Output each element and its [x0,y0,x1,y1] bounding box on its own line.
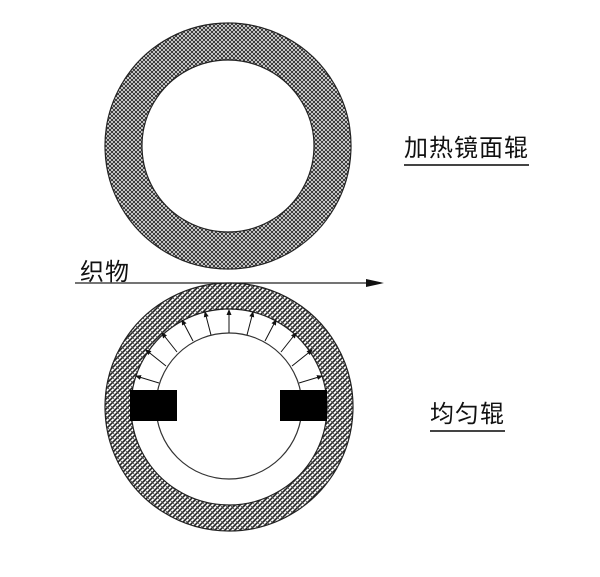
heated-mirror-roll [104,22,352,270]
uniform-roll-label: 均匀辊 [430,394,505,432]
fabric-label: 织物 [80,258,130,286]
pressure-arrows [135,309,323,384]
uniform-roll [104,282,354,532]
right-shoe-block [280,390,327,421]
heated-mirror-roll-label: 加热镜面辊 [404,128,529,166]
left-shoe-block [130,390,177,421]
